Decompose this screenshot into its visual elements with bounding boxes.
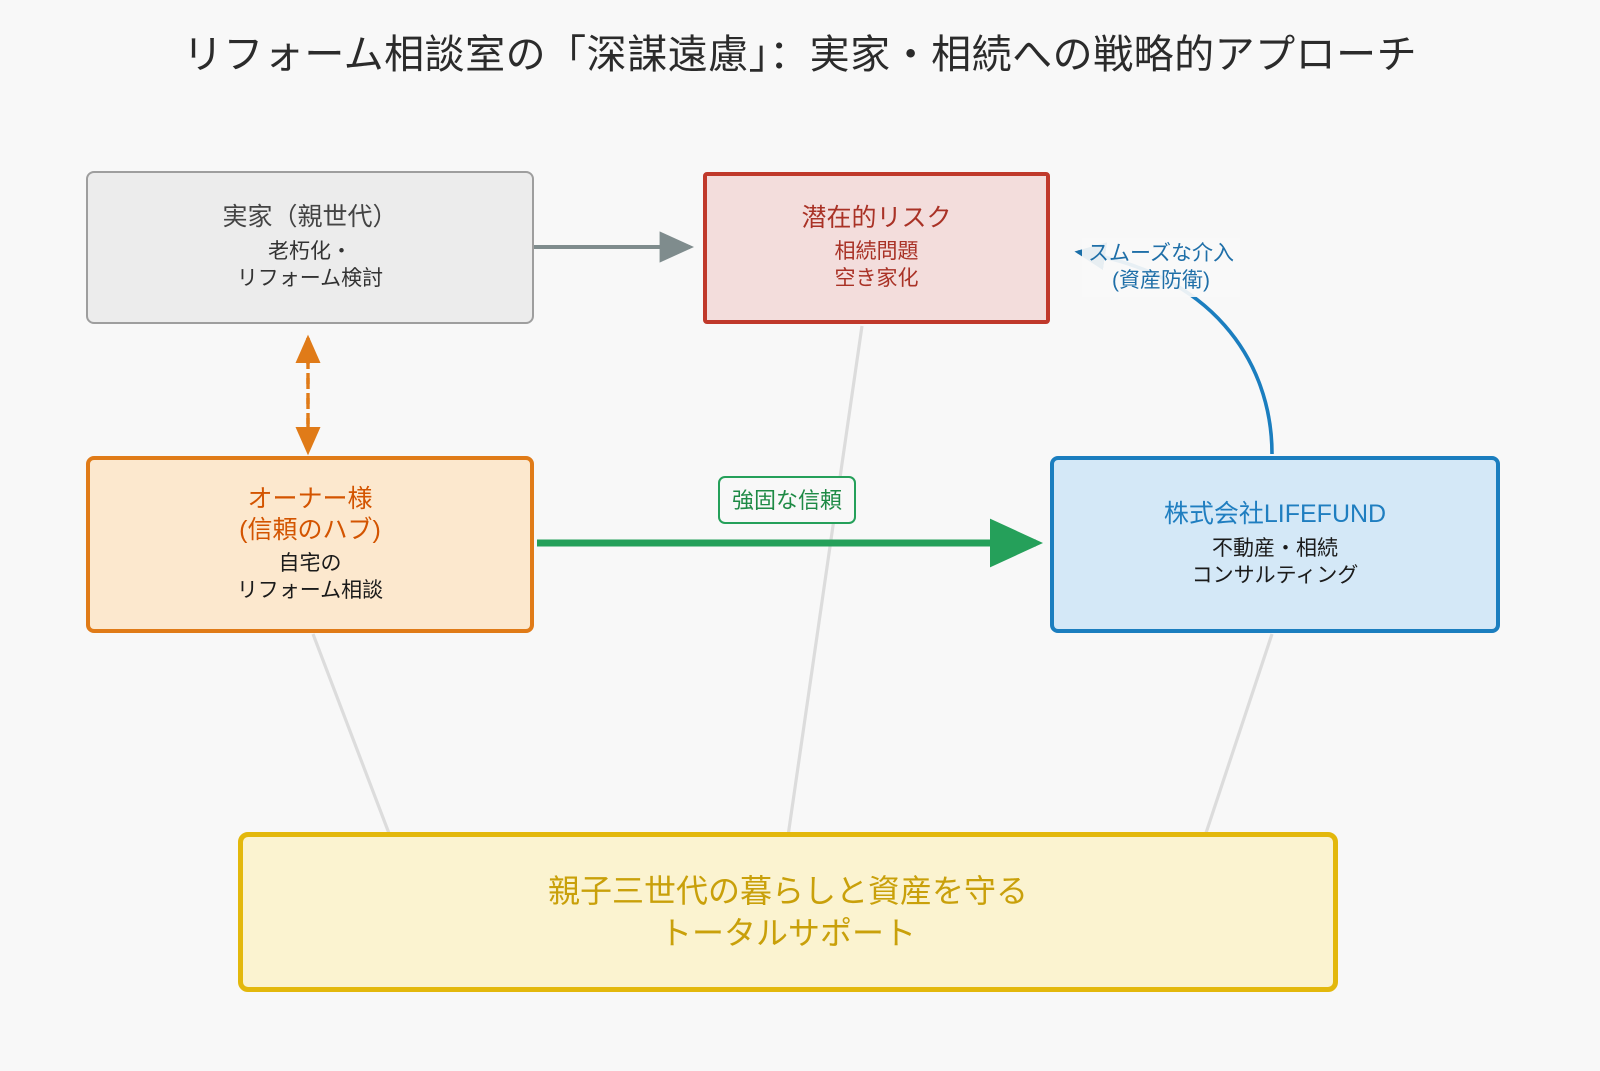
node-lifefund-subtitle: 不動産・相続 コンサルティング <box>1191 536 1359 587</box>
node-total-support[interactable]: 親子三世代の暮らしと資産を守る トータルサポート <box>238 832 1338 992</box>
edge-label-smooth-intervention: スムーズな介入 (資産防衛) <box>1082 238 1240 297</box>
node-potential-risk[interactable]: 潜在的リスク 相続問題 空き家化 <box>703 172 1050 324</box>
node-parent-home[interactable]: 実家（親世代） 老朽化・ リフォーム検討 <box>86 171 534 324</box>
page-title: リフォーム相談室の「深謀遠慮」：実家・相続への戦略的アプローチ <box>182 33 1418 77</box>
edge-owner-to-total-support <box>311 633 392 837</box>
node-parent-home-subtitle: 老朽化・ リフォーム検討 <box>236 239 384 290</box>
node-potential-risk-subtitle: 相続問題 空き家化 <box>834 240 919 291</box>
edge-lifefund-to-total-support <box>1203 633 1274 837</box>
node-lifefund-title: 株式会社LIFEFUND <box>1163 500 1387 529</box>
edge-label-strong-trust: 強固な信頼 <box>718 476 857 524</box>
node-lifefund[interactable]: 株式会社LIFEFUND 不動産・相続 コンサルティング <box>1050 456 1500 633</box>
node-potential-risk-title: 潜在的リスク <box>801 203 952 232</box>
node-parent-home-title: 実家（親世代） <box>222 203 398 232</box>
node-total-support-title: 親子三世代の暮らしと資産を守る トータルサポート <box>547 872 1028 951</box>
edge-risk-to-total-support <box>786 325 864 837</box>
node-owner-trust-hub-subtitle: 自宅の リフォーム相談 <box>236 552 384 602</box>
node-owner-trust-hub-title: オーナー様 (信頼のハブ) <box>239 485 381 544</box>
node-owner-trust-hub[interactable]: オーナー様 (信頼のハブ) 自宅の リフォーム相談 <box>86 456 534 633</box>
